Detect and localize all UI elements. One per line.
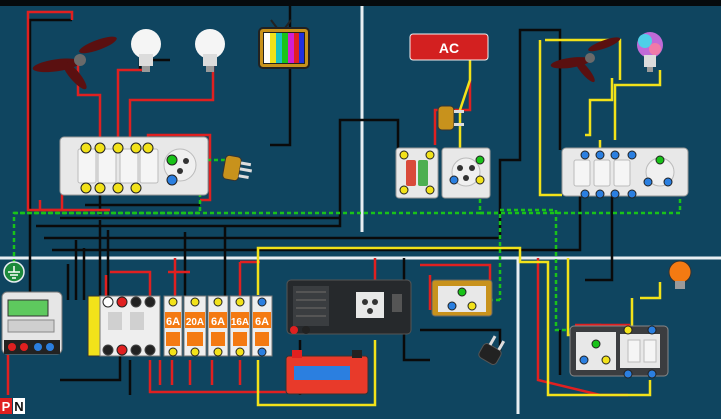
supply-labels: P N xyxy=(0,398,25,414)
breaker-rating: 6A xyxy=(166,316,180,328)
phase-wires xyxy=(6,10,630,397)
battery-icon xyxy=(285,350,369,395)
neutral-label: N xyxy=(14,399,23,414)
rgb-bulb-icon xyxy=(637,32,663,72)
breaker-rating: 16A xyxy=(231,317,249,328)
breaker: 20A xyxy=(183,295,207,357)
switch-board-icon xyxy=(395,147,491,199)
energy-meter-icon xyxy=(1,291,63,355)
terminal-dots xyxy=(399,150,485,195)
phase-label: P xyxy=(2,399,11,414)
orange-bulb-icon xyxy=(668,260,692,289)
breaker-rating: 6A xyxy=(255,316,269,328)
ac-label: AC xyxy=(439,40,459,56)
breaker: 16A xyxy=(229,295,251,357)
plug-icon xyxy=(437,105,464,131)
breaker-row: 6A 20A 6A 16A xyxy=(163,295,273,357)
switch-board-icon xyxy=(569,325,669,379)
terminal-dots xyxy=(80,142,178,194)
breaker: 6A xyxy=(251,295,273,357)
terminal-dots xyxy=(580,150,673,199)
led-bulb-icon xyxy=(131,29,161,72)
main-switch xyxy=(87,295,161,357)
breaker: 6A xyxy=(163,295,183,357)
ceiling-fan-icon xyxy=(32,36,117,90)
breaker: 6A xyxy=(207,295,229,357)
plug-icon xyxy=(222,154,253,182)
switch-board-icon xyxy=(431,279,493,317)
led-bulb-icon xyxy=(195,29,225,72)
inverter-icon xyxy=(286,279,412,335)
earth-icon xyxy=(3,261,25,283)
breaker-rating: 6A xyxy=(211,316,225,328)
breaker-rating: 20A xyxy=(186,317,204,328)
ac-unit-icon: AC xyxy=(409,33,489,61)
ceiling-fan-icon xyxy=(550,37,621,83)
plug-icon xyxy=(478,335,506,365)
load-wires xyxy=(256,38,662,407)
tv-icon xyxy=(258,19,310,69)
top-border xyxy=(0,0,721,6)
